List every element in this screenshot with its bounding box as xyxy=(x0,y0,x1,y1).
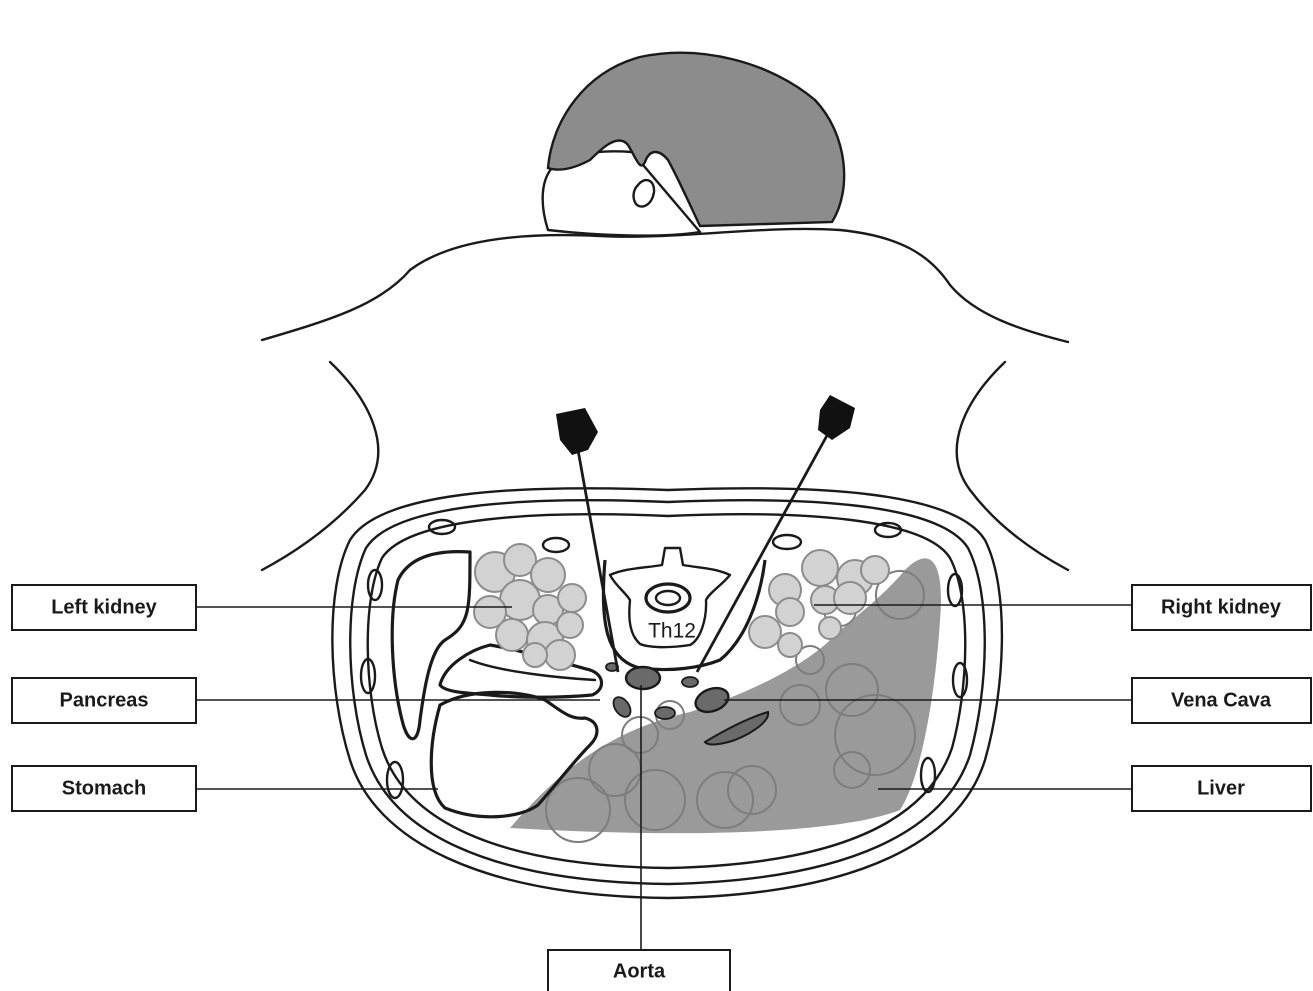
left-needle xyxy=(578,450,618,672)
biopsy-probes xyxy=(556,395,855,672)
right-kidney-lobule xyxy=(776,598,804,626)
patient-head xyxy=(543,53,844,236)
aorta-vessel xyxy=(626,667,660,689)
label-text: Pancreas xyxy=(60,689,149,711)
spinal-canal-notch xyxy=(603,560,765,670)
right-kidney-lobule xyxy=(778,633,802,657)
right-kidney-lobule xyxy=(861,556,889,584)
label-right-kidney: Right kidney xyxy=(1132,585,1311,630)
small-vessel xyxy=(682,677,698,687)
rib-5 xyxy=(387,762,403,798)
right-kidney-lobule xyxy=(834,582,866,614)
rib-2 xyxy=(543,538,569,552)
left-kidney-lobule xyxy=(557,612,583,638)
label-aorta: Aorta xyxy=(548,950,730,991)
vertebra-label: Th12 xyxy=(648,620,696,643)
label-pancreas: Pancreas xyxy=(12,678,196,723)
hair xyxy=(548,53,844,226)
label-text: Stomach xyxy=(62,777,146,799)
label-text: Liver xyxy=(1197,777,1245,799)
right-kidney-lobule xyxy=(749,616,781,648)
label-text: Left kidney xyxy=(51,596,157,618)
label-left-kidney: Left kidney xyxy=(12,585,196,630)
cavity-left-outline xyxy=(392,552,470,739)
right-kidney-lobule xyxy=(802,550,838,586)
abdomen-cross-section: Th12 xyxy=(332,488,1002,898)
left-flank-outline xyxy=(262,362,378,570)
right-kidney-lobule xyxy=(819,617,841,639)
rib-10 xyxy=(921,758,935,792)
label-text: Vena Cava xyxy=(1171,689,1272,711)
right-flank-outline xyxy=(957,362,1068,570)
small-vessel xyxy=(610,694,634,720)
shoulders-outline xyxy=(262,229,1068,342)
left-kidney-lobule xyxy=(558,584,586,612)
ear xyxy=(634,180,655,206)
spinal-cord-outer xyxy=(646,584,690,612)
left-kidney-lobule xyxy=(523,643,547,667)
label-text: Aorta xyxy=(613,960,666,982)
label-stomach: Stomach xyxy=(12,766,196,811)
label-vena-cava: Vena Cava xyxy=(1132,678,1311,723)
left-kidney-lobule xyxy=(545,640,575,670)
small-vessel xyxy=(655,707,675,719)
label-text: Right kidney xyxy=(1161,596,1282,618)
label-liver: Liver xyxy=(1132,766,1311,811)
left-kidney-lobule xyxy=(496,619,528,651)
right-probe-head xyxy=(818,395,855,440)
rib-6 xyxy=(773,535,801,549)
left-probe-head xyxy=(556,408,598,455)
spinal-cord-inner xyxy=(656,591,680,605)
